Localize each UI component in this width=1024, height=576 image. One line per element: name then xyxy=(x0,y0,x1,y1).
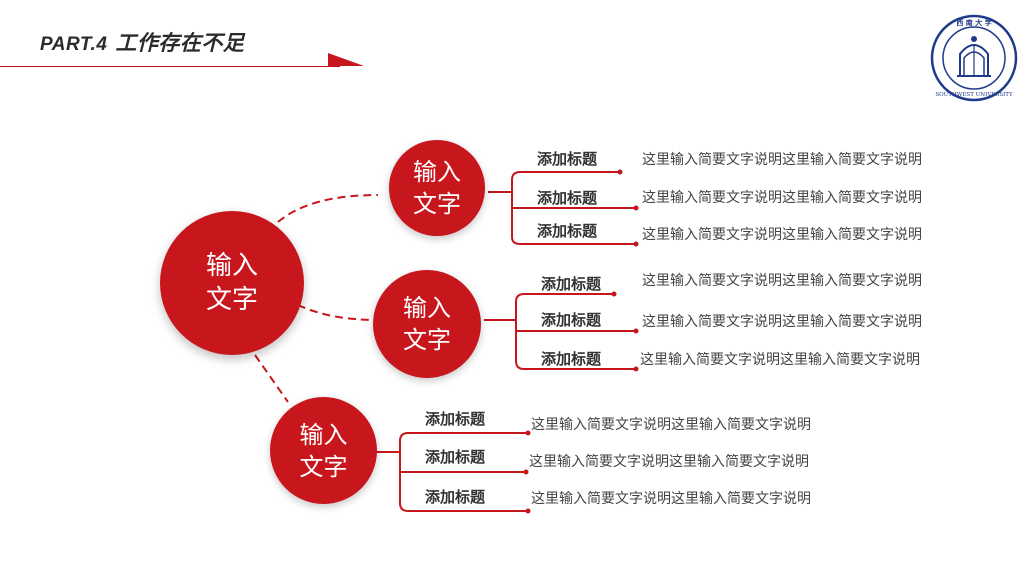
connector-center-to-group-2 xyxy=(297,304,379,321)
logo-text: SOUTHWEST UNIVERSITY xyxy=(935,92,1013,98)
connector-center-to-group-3 xyxy=(254,354,289,403)
group-2-item-3-title: 添加标题 xyxy=(541,350,602,368)
part-label: PART.4 xyxy=(40,34,108,55)
group-3-item-2-desc: 这里输入简要文字说明这里输入简要文字说明 xyxy=(529,454,809,470)
group-2-item-1-title: 添加标题 xyxy=(541,275,602,293)
group-1-node: 输入 文字 xyxy=(389,140,485,236)
group-3-item-1-desc: 这里输入简要文字说明这里输入简要文字说明 xyxy=(531,417,811,433)
group-1-item-3-title: 添加标题 xyxy=(537,222,598,240)
group-2-item-2-desc: 这里输入简要文字说明这里输入简要文字说明 xyxy=(642,314,922,330)
group-1-item-1-title: 添加标题 xyxy=(537,150,598,168)
group-1-item-2-desc: 这里输入简要文字说明这里输入简要文字说明 xyxy=(642,190,922,206)
group-3-item-3-desc: 这里输入简要文字说明这里输入简要文字说明 xyxy=(531,491,811,507)
header-triangle-decoration xyxy=(328,53,364,66)
group-2-item-1-desc: 这里输入简要文字说明这里输入简要文字说明 xyxy=(642,273,922,289)
connector-center-to-group-1 xyxy=(277,194,379,223)
section-title: 工作存在不足 xyxy=(115,31,245,55)
university-logo: 西 南 大 学 SOUTHWEST UNIVERSITY xyxy=(930,14,1018,102)
group-3-item-3-title: 添加标题 xyxy=(425,488,486,506)
group-2-item-3-desc: 这里输入简要文字说明这里输入简要文字说明 xyxy=(640,352,920,368)
page-title: PART.4 工作存在不足 xyxy=(40,27,244,57)
svg-text:西 南 大 学: 西 南 大 学 xyxy=(956,18,991,27)
group-2-item-2-title: 添加标题 xyxy=(541,311,602,329)
group-3-node: 输入 文字 xyxy=(270,397,377,504)
group-1-item-2-title: 添加标题 xyxy=(537,189,598,207)
group-3-item-1-title: 添加标题 xyxy=(425,410,486,428)
group-1-item-3-desc: 这里输入简要文字说明这里输入简要文字说明 xyxy=(642,227,922,243)
center-node: 输入 文字 xyxy=(160,211,304,355)
group-2-node: 输入 文字 xyxy=(373,270,481,378)
group-1-item-1-desc: 这里输入简要文字说明这里输入简要文字说明 xyxy=(642,152,922,168)
group-3-item-2-title: 添加标题 xyxy=(425,448,486,466)
header-divider xyxy=(0,66,340,67)
